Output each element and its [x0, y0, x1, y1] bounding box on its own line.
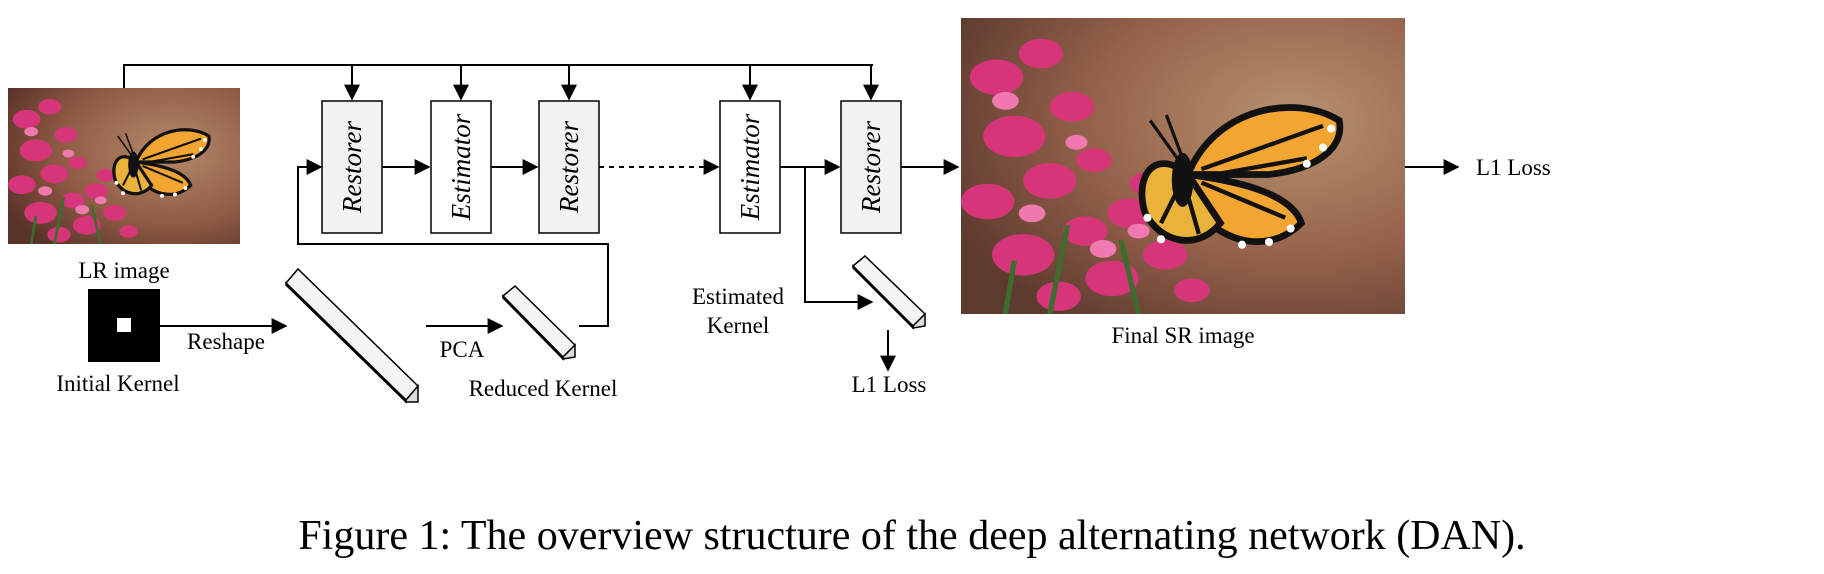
block-label: Restorer	[554, 121, 584, 214]
initial-kernel	[88, 289, 160, 362]
initial-kernel-label: Initial Kernel	[56, 371, 179, 396]
block-label: Restorer	[856, 121, 886, 214]
block-estimator-1: Estimator	[430, 100, 492, 234]
block-estimator-2: Estimator	[719, 100, 781, 234]
reshape-label: Reshape	[187, 329, 265, 354]
reduced-kernel-feedback-arrow	[297, 159, 609, 327]
block-label: Estimator	[735, 113, 765, 221]
lr-image-label: LR image	[78, 258, 169, 283]
block-restorer-1: Restorer	[321, 100, 383, 234]
block-restorer-3: Restorer	[840, 100, 902, 234]
final-sr-image-label: Final SR image	[1111, 323, 1254, 348]
block-label: Restorer	[337, 121, 367, 214]
lr-broadcast-line	[123, 64, 873, 88]
kernel-l1-loss-label: L1 Loss	[852, 372, 927, 397]
estimated-kernel-bar	[851, 254, 927, 330]
block-restorer-2: Restorer	[538, 100, 600, 234]
estimated-kernel-label-2: Kernel	[707, 313, 770, 338]
pca-label: PCA	[440, 337, 485, 362]
reduced-kernel-label: Reduced Kernel	[469, 376, 618, 401]
estimated-kernel-arrow	[804, 167, 874, 310]
block-label: Estimator	[446, 113, 476, 221]
final-sr-image	[961, 18, 1405, 314]
estimated-kernel-label-1: Estimated	[692, 284, 784, 309]
output-l1-loss-label: L1 Loss	[1476, 155, 1551, 180]
reduced-kernel-bar	[501, 284, 577, 361]
kernel-vector-bar	[284, 267, 420, 404]
lr-image	[8, 88, 240, 244]
figure-caption: Figure 1: The overview structure of the …	[298, 513, 1526, 559]
